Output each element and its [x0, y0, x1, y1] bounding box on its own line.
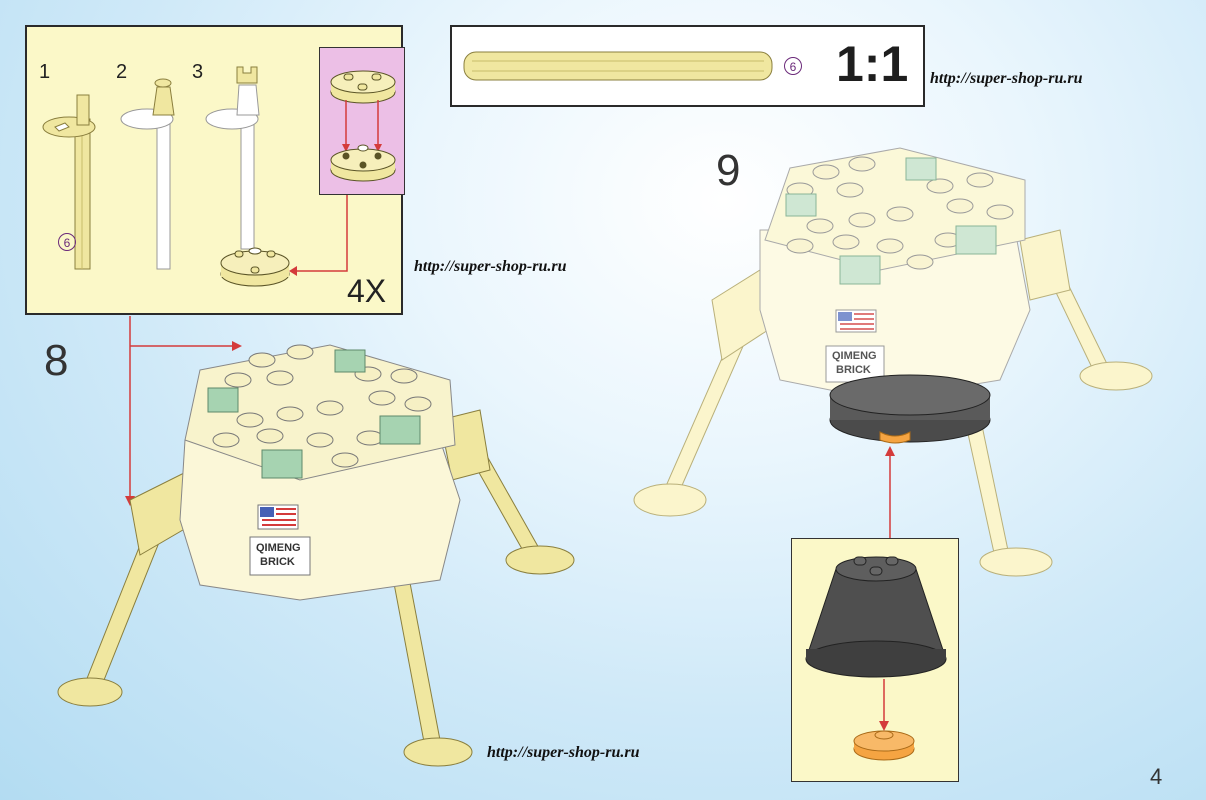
pink-inset-assembly [319, 47, 405, 195]
bar-6-illustration [463, 51, 773, 81]
substep-1-illustration [42, 94, 96, 270]
step-9-number: 9 [716, 146, 741, 195]
cone-and-round-plate-illustration [805, 556, 947, 761]
page-number: 4 [1150, 764, 1163, 789]
plate-assembly-illustration [330, 70, 396, 182]
new-parts-inset [791, 538, 959, 782]
callout-red-arrow [289, 195, 348, 276]
part-6-label-callout: 6 [58, 233, 76, 251]
subassembly-callout: 1 2 3 6 [25, 25, 405, 315]
scale-reference-box: 6 1:1 [450, 25, 925, 107]
multiplier-label: 4X [347, 273, 387, 309]
substep-1-number: 1 [39, 61, 51, 83]
step8-sticker-line2: BRICK [260, 556, 295, 568]
scale-ratio: 1:1 [836, 36, 909, 92]
step8-sticker-line1: QIMENG [256, 542, 301, 554]
step9-sticker-line1: QIMENG [832, 350, 877, 362]
substep-3-number: 3 [192, 61, 204, 83]
watermark-url-bottom: http://super-shop-ru.ru [487, 744, 640, 761]
watermark-url-middle: http://super-shop-ru.ru [414, 258, 567, 275]
substep-2-illustration [120, 78, 175, 270]
watermark-url-top-right: http://super-shop-ru.ru [930, 70, 1083, 87]
substep-3-illustration [205, 66, 290, 287]
part-6-label-scale: 6 [784, 57, 802, 75]
step-8-number: 8 [44, 336, 69, 385]
substep-2-number: 2 [116, 61, 128, 83]
step9-sticker-line2: BRICK [836, 364, 871, 376]
